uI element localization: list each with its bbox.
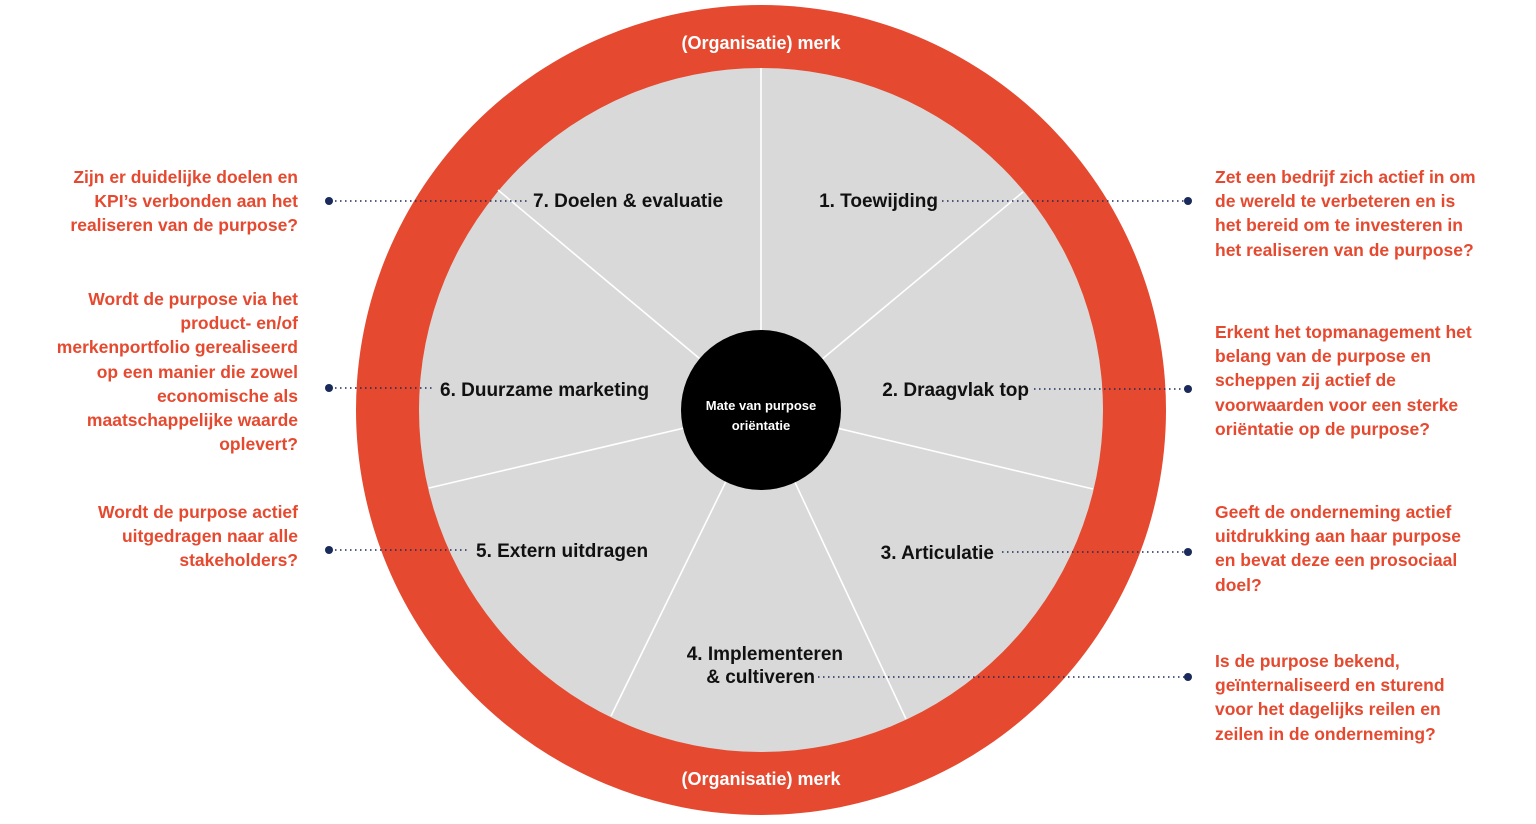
leader-dot <box>1184 197 1192 205</box>
leader-dot <box>1184 385 1192 393</box>
segment-label-6: 6. Duurzame marketing <box>440 380 649 401</box>
leader-dot <box>1184 673 1192 681</box>
question-6: Wordt de purpose via het product- en/of … <box>56 289 298 455</box>
question-7: Zijn er duidelijke doelen en KPI’s verbo… <box>70 167 298 236</box>
ring-label-top: (Organisatie) merk <box>681 33 841 53</box>
question-3: Geeft de onderneming actief uitdrukking … <box>1215 502 1462 595</box>
leader-dot <box>325 197 333 205</box>
leader-dot <box>325 384 333 392</box>
segment-label-2: 2. Draagvlak top <box>882 380 1029 401</box>
ring-label-bottom: (Organisatie) merk <box>681 769 841 789</box>
leader-dots <box>325 197 1192 681</box>
segment-label-1: 1. Toewijding <box>819 191 938 212</box>
question-2: Erkent het topmanagement het belang van … <box>1215 322 1472 439</box>
center-label-line2: oriëntatie <box>732 418 791 433</box>
segment-label-3: 3. Articulatie <box>881 543 994 564</box>
segment-label-7: 7. Doelen & evaluatie <box>533 191 723 212</box>
segment-label-5: 5. Extern uitdragen <box>476 541 648 562</box>
question-1: Zet een bedrijf zich actief in om de wer… <box>1215 167 1476 260</box>
center-circle <box>681 330 841 490</box>
segment-label-4a: 4. Implementeren <box>687 644 843 665</box>
leader-dot <box>1184 548 1192 556</box>
question-5: Wordt de purpose actief uitgedragen naar… <box>98 502 298 571</box>
question-4: Is de purpose bekend, geïnternaliseerd e… <box>1215 651 1445 744</box>
leader-dot <box>325 546 333 554</box>
center-label-line1: Mate van purpose <box>706 398 817 413</box>
segment-label-4b: & cultiveren <box>706 667 815 688</box>
leader-lines <box>330 200 1186 678</box>
